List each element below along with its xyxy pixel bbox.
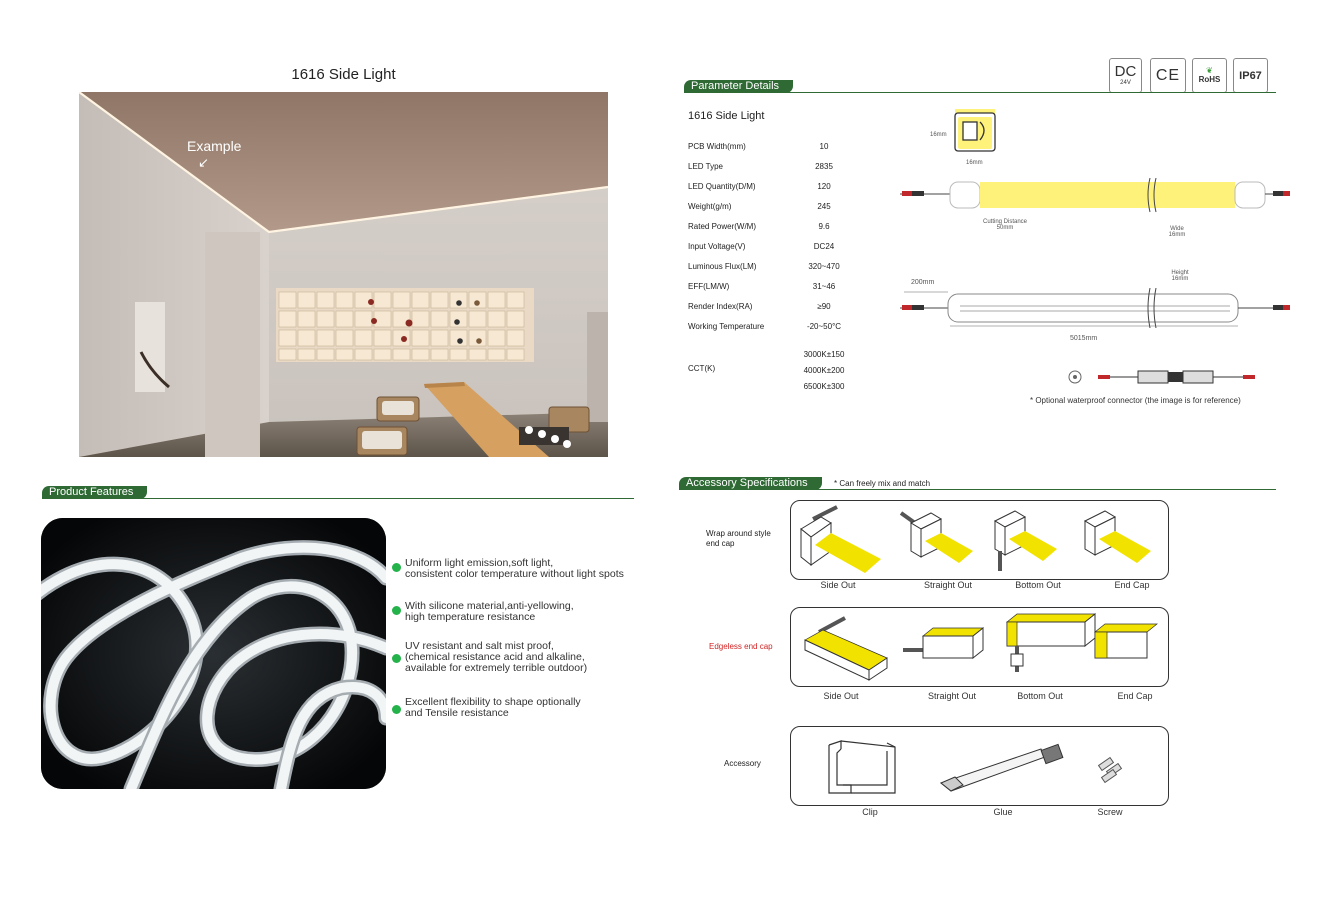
accessory-screw: Screw xyxy=(1097,807,1123,817)
param-value-led-type: 2835 xyxy=(815,162,833,171)
leaf-icon: ❦ xyxy=(1206,65,1213,75)
strip-side-diagram xyxy=(900,287,1290,329)
param-label-input-voltage: Input Voltage(V) xyxy=(688,242,746,251)
param-label-led-type: LED Type xyxy=(688,162,723,171)
param-label-working-temperature: Working Temperature xyxy=(688,322,765,331)
feature-bullet-3 xyxy=(392,654,401,663)
accessory-clip: Clip xyxy=(862,807,878,817)
param-value-luminous-flux: 320~470 xyxy=(808,262,840,271)
accessory-box xyxy=(790,726,1169,806)
param-value-working-temperature: -20~50°C xyxy=(806,322,842,331)
edgeless-cap-bottom-out: Bottom Out xyxy=(1017,691,1063,701)
features-header-rule xyxy=(42,498,634,499)
accessory-header-rule xyxy=(679,489,1276,490)
param-value-pcb-width: 10 xyxy=(819,142,829,151)
param-label-render-index: Render Index(RA) xyxy=(688,302,753,311)
led-coil-illustration xyxy=(41,518,386,789)
accessory-label: Accessory xyxy=(724,759,761,768)
param-value-led-quantity: 120 xyxy=(817,182,831,191)
param-label-eff: EFF(LM/W) xyxy=(688,282,730,291)
edgeless-cap-end-cap: End Cap xyxy=(1117,691,1153,701)
param-value-cct-6500: 6500K±300 xyxy=(803,382,845,391)
product-features-header: Product Features xyxy=(42,486,148,499)
param-value-eff: 31~46 xyxy=(812,282,836,291)
edgeless-label: Edgeless end cap xyxy=(709,642,773,651)
feature-bullet-4 xyxy=(392,705,401,714)
param-label-led-quantity: LED Quantity(D/M) xyxy=(688,182,756,191)
param-value-render-index: ≥90 xyxy=(817,302,831,311)
cross-section-bottom-dim: 16mm xyxy=(966,160,983,166)
waterproof-connector xyxy=(1068,366,1258,388)
feature-3: UV resistant and salt mist proof,(chemic… xyxy=(405,640,588,674)
feature-4: Excellent flexibility to shape optionall… xyxy=(405,696,581,719)
edgeless-cap-side-out: Side Out xyxy=(823,691,859,701)
accessory-specifications-header: Accessory Specifications xyxy=(679,477,822,490)
parameter-details-header: Parameter Details xyxy=(684,80,794,93)
param-label-rated-power: Rated Power(W/M) xyxy=(688,222,757,231)
feature-2: With silicone material,anti-yellowing,hi… xyxy=(405,600,574,623)
lead-length-label: 200mm xyxy=(911,279,935,286)
param-value-weight: 245 xyxy=(817,202,831,211)
cross-section-side-dim: 16mm xyxy=(930,132,947,138)
example-arrow-icon: ↙ xyxy=(198,155,209,170)
total-length-label: 5015mm xyxy=(1070,335,1098,342)
example-label: Example xyxy=(187,138,242,154)
connector-note: * Optional waterproof connector (the ima… xyxy=(1030,396,1241,405)
cross-section-diagram xyxy=(952,109,998,159)
led-coil-photo xyxy=(41,518,386,789)
param-value-cct-3000: 3000K±150 xyxy=(803,350,845,359)
edgeless-cap-straight-out: Straight Out xyxy=(927,691,977,701)
parameter-header-rule xyxy=(684,92,1276,93)
accessory-glue: Glue xyxy=(993,807,1013,817)
example-photo: Example ↙ xyxy=(79,92,608,457)
param-value-input-voltage: DC24 xyxy=(813,242,835,251)
param-label-luminous-flux: Luminous Flux(LM) xyxy=(688,262,757,271)
param-label-pcb-width: PCB Width(mm) xyxy=(688,142,746,151)
ce-badge: CE xyxy=(1150,58,1186,93)
feature-bullet-1 xyxy=(392,563,401,572)
edgeless-box xyxy=(790,607,1169,687)
param-value-rated-power: 9.6 xyxy=(818,222,830,231)
accessory-header-note: * Can freely mix and match xyxy=(834,479,931,488)
rohs-badge: ❦ RoHS xyxy=(1192,58,1227,93)
room-illustration xyxy=(79,92,608,457)
strip-top-diagram xyxy=(900,177,1290,214)
wrap-around-box xyxy=(790,500,1169,580)
parameter-product-name: 1616 Side Light xyxy=(688,110,765,122)
wrap-cap-end-cap: End Cap xyxy=(1114,580,1150,590)
param-label-cct: CCT(K) xyxy=(688,364,716,373)
dc-24v-badge: DC 24V xyxy=(1109,58,1142,93)
wrap-cap-straight-out: Straight Out xyxy=(923,580,973,590)
product-title: 1616 Side Light xyxy=(291,66,396,83)
ip67-badge: IP67 xyxy=(1233,58,1268,93)
wrap-cap-bottom-out: Bottom Out xyxy=(1015,580,1061,590)
param-label-weight: Weight(g/m) xyxy=(688,202,732,211)
param-value-cct-4000: 4000K±200 xyxy=(803,366,845,375)
wrap-cap-side-out: Side Out xyxy=(820,580,856,590)
feature-bullet-2 xyxy=(392,606,401,615)
feature-1: Uniform light emission,soft light,consis… xyxy=(405,557,624,580)
